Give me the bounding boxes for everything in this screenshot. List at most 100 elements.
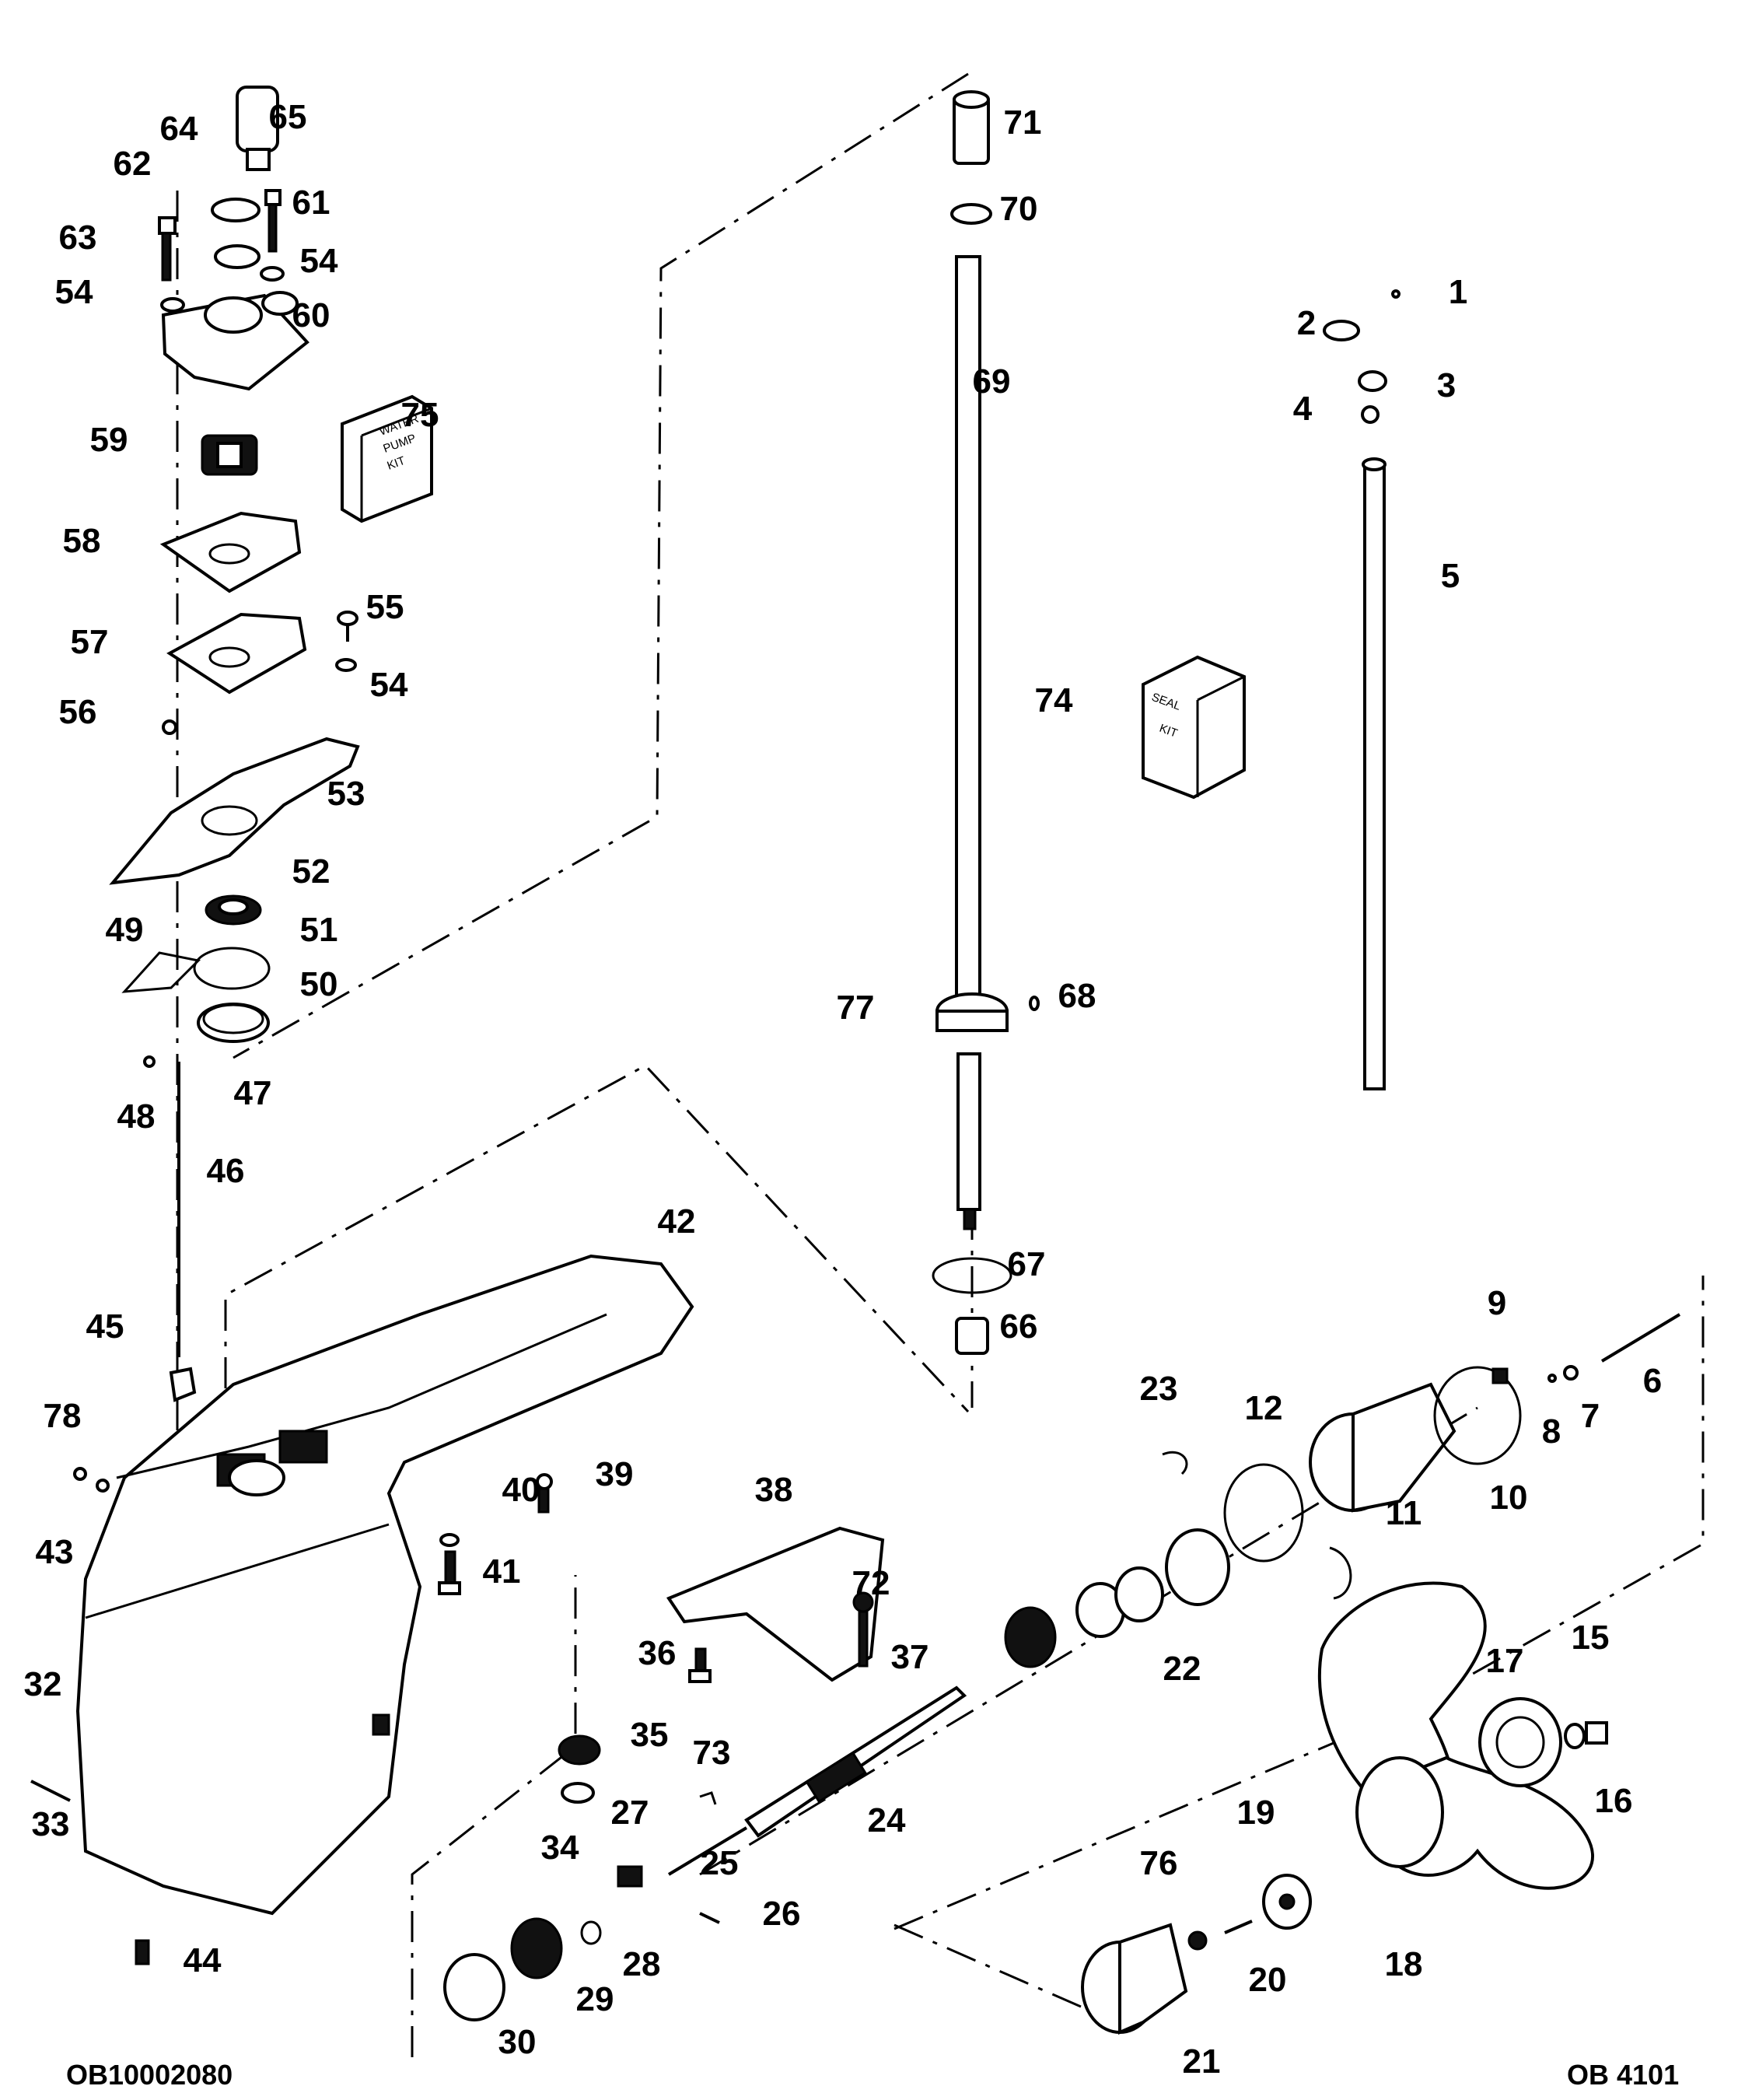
part-53-plate bbox=[109, 737, 360, 885]
callout-19: 19 bbox=[1237, 1794, 1275, 1832]
callout-42: 42 bbox=[658, 1202, 696, 1241]
part-69-driveshaft bbox=[955, 255, 981, 1230]
part-34 bbox=[561, 1782, 595, 1804]
callout-59: 59 bbox=[90, 421, 128, 459]
callout-23: 23 bbox=[1140, 1370, 1178, 1408]
callout-41: 41 bbox=[483, 1552, 521, 1591]
part-41 bbox=[438, 1550, 461, 1595]
part-9 bbox=[1491, 1367, 1509, 1384]
callout-1: 1 bbox=[1449, 273, 1467, 311]
callout-39: 39 bbox=[596, 1455, 634, 1493]
callout-50: 50 bbox=[300, 965, 338, 1003]
callout-66: 66 bbox=[1000, 1307, 1038, 1346]
callout-40: 40 bbox=[502, 1471, 540, 1509]
part-48 bbox=[143, 1055, 156, 1068]
part-44 bbox=[135, 1939, 150, 1965]
part-73 bbox=[699, 1791, 717, 1805]
part-20 bbox=[1224, 1920, 1253, 1934]
part-71 bbox=[953, 90, 990, 165]
part-43 bbox=[96, 1479, 110, 1493]
part-64 bbox=[211, 198, 261, 222]
callout-73: 73 bbox=[693, 1734, 731, 1772]
callout-30: 30 bbox=[498, 2023, 537, 2061]
callout-78: 78 bbox=[44, 1397, 82, 1435]
callout-52: 52 bbox=[292, 852, 330, 891]
callout-12: 12 bbox=[1245, 1389, 1283, 1427]
callout-35: 35 bbox=[631, 1716, 669, 1754]
callout-3: 3 bbox=[1437, 366, 1456, 404]
callout-20: 20 bbox=[1249, 1961, 1287, 1999]
callout-27: 27 bbox=[611, 1794, 649, 1832]
callout-67: 67 bbox=[1008, 1245, 1046, 1283]
callout-46: 46 bbox=[207, 1152, 245, 1190]
frame-upper bbox=[233, 72, 969, 1059]
part-11-carrier bbox=[1309, 1382, 1456, 1513]
callout-16: 16 bbox=[1595, 1782, 1633, 1820]
frame-housing bbox=[224, 1064, 970, 1413]
callout-25: 25 bbox=[701, 1844, 739, 1882]
part-25 bbox=[667, 1826, 748, 1876]
part-15-nut bbox=[1585, 1721, 1608, 1745]
callout-69: 69 bbox=[973, 362, 1011, 401]
part-58-plate bbox=[159, 511, 302, 593]
callout-48: 48 bbox=[117, 1097, 156, 1136]
part-32-33 bbox=[30, 1780, 71, 1802]
part-2 bbox=[1323, 320, 1360, 341]
frame-prop bbox=[893, 1923, 1082, 2008]
part-54 bbox=[260, 266, 285, 282]
part-21-hub bbox=[1081, 1923, 1188, 2035]
part-39 bbox=[536, 1473, 553, 1514]
part-63 bbox=[158, 216, 177, 282]
drawing-number-right: OB 4101 bbox=[1567, 2059, 1679, 2091]
part-59-impeller bbox=[201, 434, 258, 476]
part-7 bbox=[1563, 1365, 1579, 1381]
callout-32: 32 bbox=[24, 1665, 62, 1703]
callout-15: 15 bbox=[1572, 1619, 1610, 1657]
part-61 bbox=[264, 189, 282, 253]
callout-37: 37 bbox=[891, 1638, 929, 1676]
frame-gear bbox=[411, 1575, 577, 2057]
callout-68: 68 bbox=[1058, 977, 1096, 1015]
part-bearing bbox=[1165, 1528, 1230, 1606]
callout-76: 76 bbox=[1140, 1844, 1178, 1882]
callout-71: 71 bbox=[1004, 103, 1042, 142]
part-56 bbox=[162, 719, 177, 735]
gearcase-housing bbox=[75, 1254, 694, 1916]
callout-65: 65 bbox=[269, 98, 307, 136]
callout-77: 77 bbox=[837, 989, 875, 1027]
callout-57: 57 bbox=[71, 623, 109, 661]
part-57-plate bbox=[166, 612, 307, 695]
callout-54: 54 bbox=[370, 666, 408, 704]
part-22-gear bbox=[1004, 1606, 1057, 1668]
callout-70: 70 bbox=[1000, 190, 1038, 228]
callout-28: 28 bbox=[623, 1945, 661, 1983]
callout-61: 61 bbox=[292, 184, 330, 222]
callout-49: 49 bbox=[106, 911, 144, 949]
callout-54: 54 bbox=[300, 242, 338, 280]
part-72-37 bbox=[852, 1591, 874, 1668]
part-12-oring bbox=[1223, 1463, 1304, 1563]
callout-45: 45 bbox=[86, 1307, 124, 1346]
part-36 bbox=[688, 1647, 712, 1683]
part-18-propeller bbox=[1317, 1581, 1594, 1890]
part-54 bbox=[335, 658, 357, 672]
callout-53: 53 bbox=[327, 775, 365, 813]
callout-9: 9 bbox=[1488, 1284, 1506, 1322]
part-30 bbox=[443, 1953, 505, 2021]
callout-74: 74 bbox=[1035, 681, 1073, 719]
callout-6: 6 bbox=[1643, 1362, 1662, 1400]
callout-60: 60 bbox=[292, 296, 330, 334]
callout-18: 18 bbox=[1385, 1945, 1423, 1983]
callout-55: 55 bbox=[366, 588, 404, 626]
part-6-bolt bbox=[1600, 1313, 1681, 1363]
part-45 bbox=[169, 1367, 197, 1402]
part-66 bbox=[955, 1317, 989, 1355]
part-10-oring bbox=[1433, 1366, 1522, 1465]
callout-33: 33 bbox=[32, 1805, 70, 1843]
part-23b bbox=[1329, 1546, 1352, 1600]
part-27 bbox=[617, 1865, 643, 1888]
callout-24: 24 bbox=[868, 1801, 906, 1839]
callout-5: 5 bbox=[1441, 557, 1460, 595]
part-68 bbox=[1029, 996, 1040, 1011]
